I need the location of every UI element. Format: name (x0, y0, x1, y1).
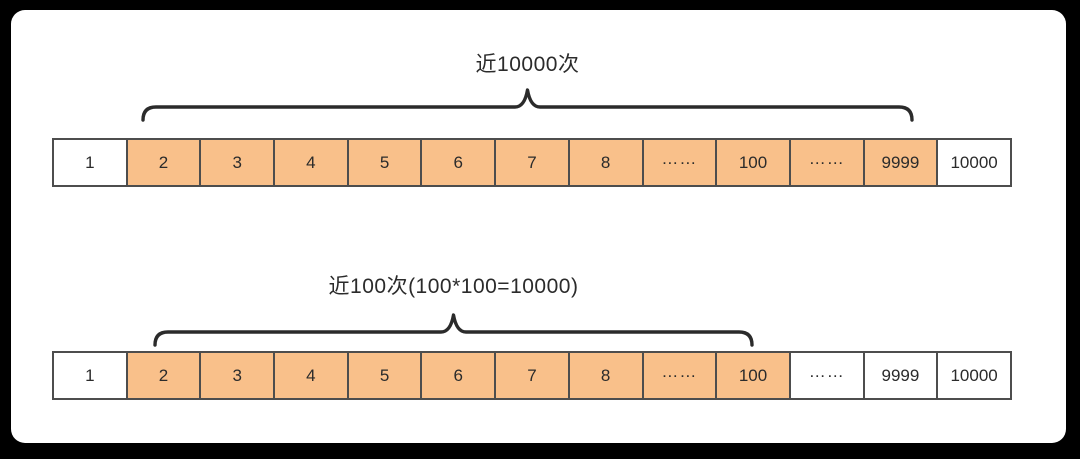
array-cell-value: …… (661, 148, 698, 168)
array-cell: 7 (494, 351, 570, 400)
curly-brace-icon (153, 313, 754, 347)
array-cell: 4 (273, 351, 349, 400)
array-cell-value: 6 (453, 152, 464, 172)
row-label-sqrt-scan: 近100次(100*100=10000) (328, 275, 579, 298)
array-cell: …… (641, 138, 718, 187)
array-cell-value: …… (661, 361, 698, 381)
array-cell: 100 (715, 138, 791, 187)
array-cell: 3 (199, 138, 276, 187)
array-cell-value: 9999 (881, 365, 920, 385)
array-cell-value: 9999 (881, 152, 920, 172)
array-cell: …… (788, 138, 865, 187)
array-cell-value: …… (808, 148, 845, 168)
cell-row-sqrt-scan: 1 2 3 4 5 6 7 8 …… 100 …… 9999 10000 (52, 351, 1012, 400)
array-cell: 3 (199, 351, 276, 400)
array-cell-value: 4 (306, 365, 316, 385)
array-cell-value: 5 (379, 365, 390, 385)
array-cell: 9999 (862, 138, 939, 187)
array-cell: 100 (715, 351, 791, 400)
array-cell: 7 (494, 138, 570, 187)
cell-row-full-scan: 1 2 3 4 5 6 7 8 …… 100 …… 9999 10000 (52, 138, 1012, 187)
array-cell-value: 3 (232, 152, 242, 172)
array-cell: 1 (52, 138, 128, 187)
diagram-panel: 近10000次 1 2 3 4 5 6 7 8 …… 100 …… 9999 10000 近100次(1… (11, 10, 1066, 443)
array-cell: 10000 (936, 351, 1012, 400)
array-cell: 2 (125, 138, 202, 187)
array-cell: 8 (567, 138, 644, 187)
row-label-full-scan: 近10000次 (475, 53, 580, 76)
array-cell: …… (788, 351, 865, 400)
array-cell: 1 (52, 351, 128, 400)
array-cell-value: 4 (306, 152, 316, 172)
array-cell-value: 1 (85, 152, 95, 172)
array-cell: …… (641, 351, 718, 400)
array-cell-value: 7 (527, 152, 537, 172)
array-cell: 9999 (862, 351, 939, 400)
array-cell: 6 (420, 351, 497, 400)
array-cell-value: 10000 (950, 152, 998, 172)
array-cell: 5 (346, 351, 423, 400)
array-cell: 6 (420, 138, 497, 187)
array-cell-value: 100 (738, 365, 768, 385)
array-cell-value: 8 (600, 365, 611, 385)
array-cell-value: 2 (158, 152, 169, 172)
array-cell: 10000 (936, 138, 1012, 187)
array-cell-value: 2 (158, 365, 169, 385)
array-cell-value: 1 (85, 365, 95, 385)
array-cell-value: 8 (600, 152, 611, 172)
array-cell-value: 5 (379, 152, 390, 172)
array-cell: 8 (567, 351, 644, 400)
array-cell: 5 (346, 138, 423, 187)
array-cell: 4 (273, 138, 349, 187)
array-cell-value: 6 (453, 365, 464, 385)
array-cell: 2 (125, 351, 202, 400)
array-cell-value: …… (808, 361, 845, 381)
array-cell-value: 100 (738, 152, 768, 172)
curly-brace-icon (141, 88, 914, 122)
array-cell-value: 7 (527, 365, 537, 385)
array-cell-value: 3 (232, 365, 242, 385)
array-cell-value: 10000 (950, 365, 998, 385)
